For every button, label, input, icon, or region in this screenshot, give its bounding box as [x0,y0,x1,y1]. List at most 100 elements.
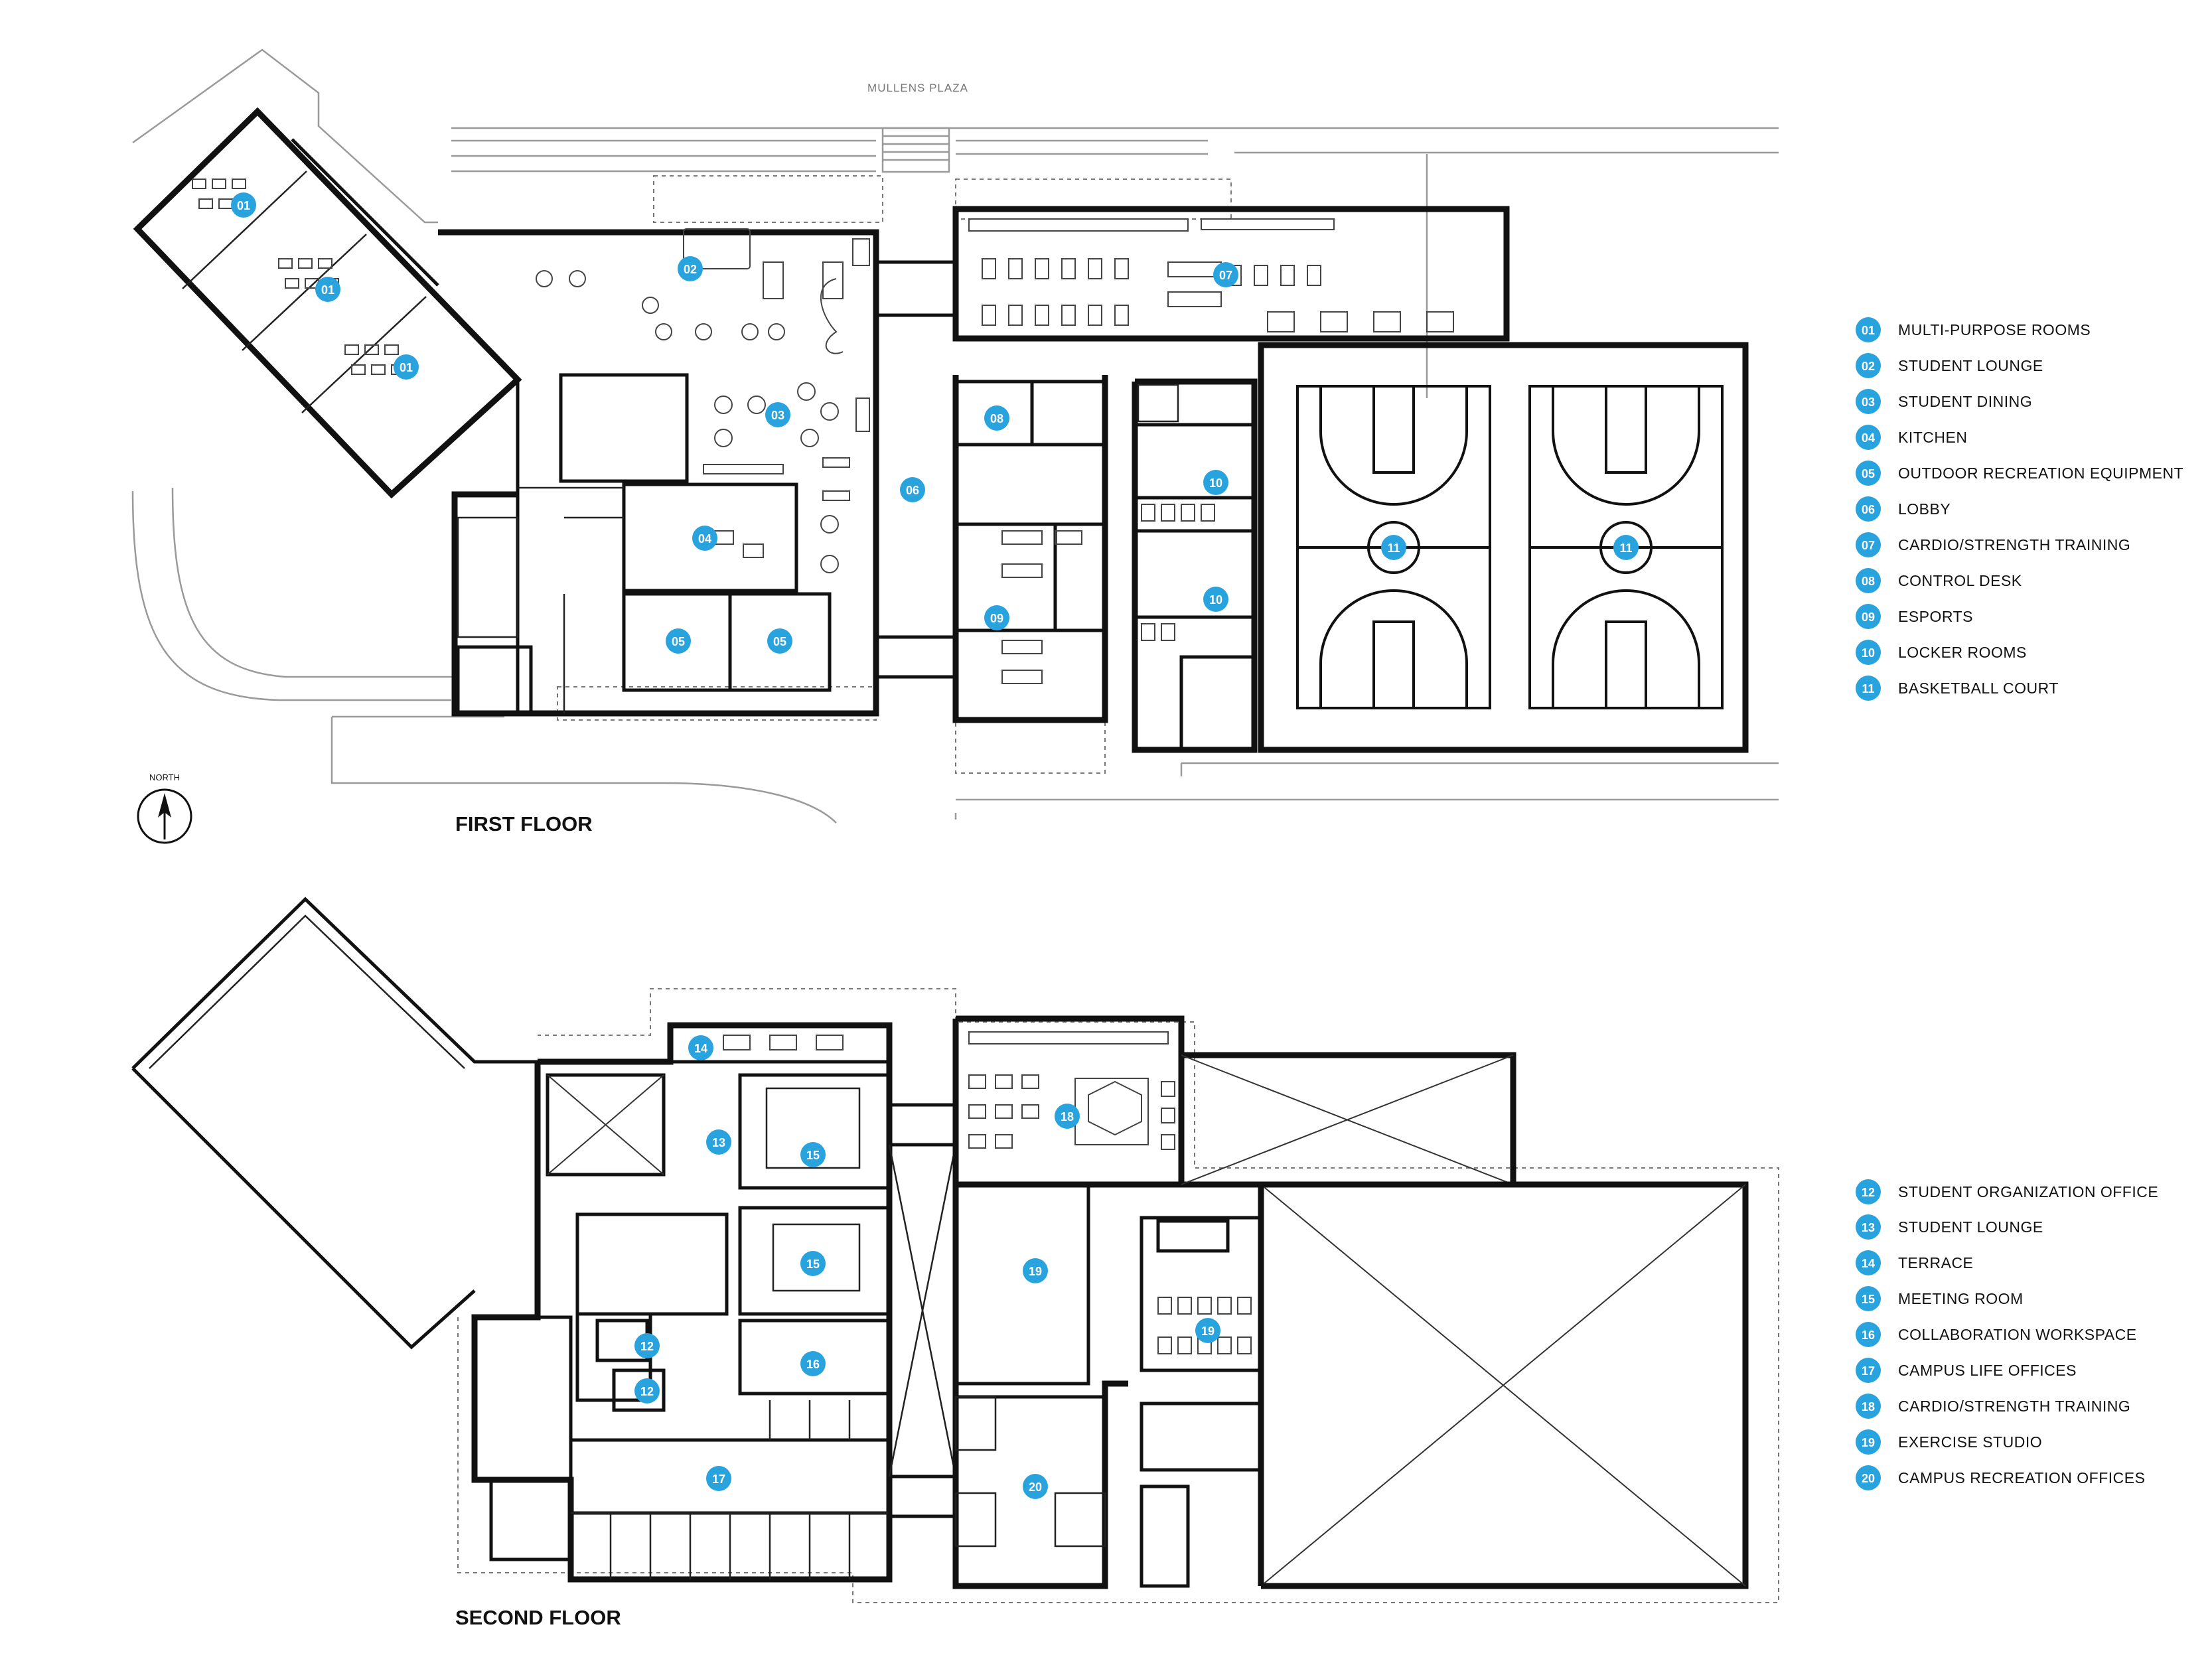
multipurpose-wing [133,107,522,499]
svg-text:STUDENT LOUNGE: STUDENT LOUNGE [1898,357,2043,374]
svg-text:STUDENT ORGANIZATION OFFICE: STUDENT ORGANIZATION OFFICE [1898,1183,2158,1200]
legend-item: 09 ESPORTS [1856,604,1973,629]
svg-text:13: 13 [1862,1221,1875,1234]
svg-text:20: 20 [1029,1480,1042,1494]
svg-text:12: 12 [640,1340,654,1353]
room-tags-second: 12 12 13 14 15 15 16 17 18 19 19 20 [634,1035,1220,1499]
svg-text:08: 08 [1862,575,1875,588]
svg-text:CARDIO/STRENGTH TRAINING: CARDIO/STRENGTH TRAINING [1898,536,2130,553]
svg-text:17: 17 [712,1473,725,1486]
room-tag: 19 [1195,1318,1220,1343]
site-context [131,48,1779,824]
basketball-court-east [1528,385,1724,709]
svg-text:05: 05 [672,635,685,648]
room-tag: 15 [800,1142,826,1167]
first-floor-plan [133,107,1749,753]
svg-text:STUDENT DINING: STUDENT DINING [1898,393,2032,410]
north-arrow-icon: NORTH [137,772,192,844]
svg-text:CARDIO/STRENGTH TRAINING: CARDIO/STRENGTH TRAINING [1898,1398,2130,1415]
svg-text:TERRACE: TERRACE [1898,1254,1973,1271]
room-tag: 07 [1213,262,1238,287]
legend-item: 04 KITCHEN [1856,425,1967,450]
svg-text:CAMPUS LIFE OFFICES: CAMPUS LIFE OFFICES [1898,1362,2077,1379]
cardio-equipment [968,1031,1175,1150]
room-tag: 11 [1613,535,1639,560]
svg-text:16: 16 [806,1358,820,1371]
svg-text:02: 02 [1862,360,1875,373]
svg-text:06: 06 [1862,503,1875,516]
svg-text:05: 05 [1862,467,1875,480]
svg-text:10: 10 [1209,476,1222,490]
room-tag: 11 [1381,535,1406,560]
svg-text:04: 04 [1862,431,1875,445]
svg-text:09: 09 [1862,611,1875,624]
plaza-steps [881,127,950,173]
room-tag: 05 [666,628,691,654]
room-tag: 03 [765,402,790,427]
svg-text:09: 09 [990,612,1003,625]
svg-text:12: 12 [640,1385,654,1398]
svg-text:11: 11 [1862,682,1874,695]
room-tag: 01 [231,192,256,218]
north-label: NORTH [149,772,180,782]
svg-text:10: 10 [1209,593,1222,607]
room-tag: 06 [900,477,925,502]
svg-text:03: 03 [771,409,784,422]
first-floor-title: FIRST FLOOR [455,812,593,835]
svg-text:08: 08 [990,412,1003,425]
svg-text:11: 11 [1619,541,1632,555]
svg-text:15: 15 [1862,1293,1875,1306]
room-tag: 13 [706,1129,731,1155]
room-tag: 10 [1203,587,1228,612]
svg-text:01: 01 [1862,324,1875,337]
room-tag: 16 [800,1351,826,1376]
room-tag: 01 [394,354,419,380]
svg-text:06: 06 [906,484,919,497]
room-tag: 12 [634,1378,660,1404]
svg-text:01: 01 [237,199,250,212]
svg-text:18: 18 [1862,1400,1875,1413]
svg-text:KITCHEN: KITCHEN [1898,429,1967,446]
esports-desks [1001,530,1082,684]
svg-text:17: 17 [1862,1364,1875,1378]
svg-text:COLLABORATION WORKSPACE: COLLABORATION WORKSPACE [1898,1326,2137,1343]
svg-text:LOCKER ROOMS: LOCKER ROOMS [1898,644,2027,661]
svg-text:01: 01 [400,361,413,374]
legend-item: 17 CAMPUS LIFE OFFICES [1856,1358,2077,1383]
room-tag: 20 [1023,1474,1048,1499]
legend-item: 08 CONTROL DESK [1856,568,2022,593]
svg-text:CONTROL DESK: CONTROL DESK [1898,572,2022,589]
dining-furniture [536,228,870,573]
legend-item: 02 STUDENT LOUNGE [1856,353,2043,378]
legend-item: 06 LOBBY [1856,496,1951,522]
svg-text:07: 07 [1219,269,1232,282]
room-tag: 17 [706,1466,731,1491]
svg-text:19: 19 [1029,1265,1042,1278]
svg-text:16: 16 [1862,1329,1875,1342]
svg-text:13: 13 [712,1136,725,1149]
svg-text:14: 14 [694,1042,707,1055]
svg-text:ESPORTS: ESPORTS [1898,608,1973,625]
room-tag: 14 [688,1035,713,1060]
svg-text:BASKETBALL COURT: BASKETBALL COURT [1898,680,2059,697]
room-tag: 08 [984,405,1009,431]
fitness-equipment [968,218,1454,332]
room-tag: 15 [800,1251,826,1276]
room-tag: 09 [984,605,1009,630]
room-tag: 18 [1055,1104,1080,1129]
svg-text:CAMPUS RECREATION OFFICES: CAMPUS RECREATION OFFICES [1898,1469,2145,1486]
svg-text:STUDENT LOUNGE: STUDENT LOUNGE [1898,1218,2043,1236]
svg-text:LOBBY: LOBBY [1898,500,1951,518]
svg-text:11: 11 [1387,541,1400,555]
